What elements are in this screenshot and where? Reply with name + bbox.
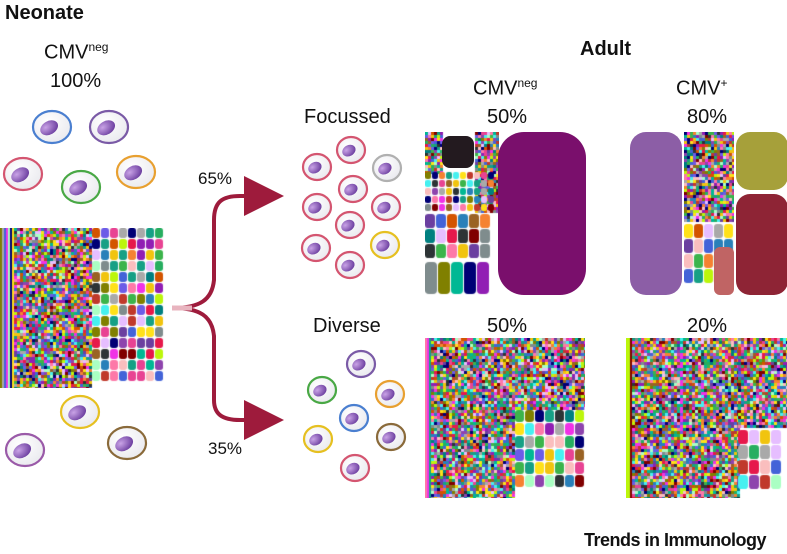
neonate-cmv-label: CMVneg — [44, 40, 109, 64]
t-cell — [306, 375, 338, 405]
t-cell — [115, 154, 157, 190]
branch-arrows — [171, 176, 284, 440]
t-cell — [345, 349, 377, 379]
journal-footer: Trends in Immunology — [584, 530, 767, 550]
focussed-cmvneg-percent: 50% — [487, 106, 528, 128]
t-cell — [31, 109, 73, 145]
focussed-cmvneg-dominant-clone — [498, 132, 586, 295]
upper-branch-percent: 65% — [198, 169, 233, 188]
focussed-cmvneg-secondary-clone — [442, 136, 474, 168]
t-cell — [301, 152, 333, 182]
t-cell — [59, 394, 101, 430]
t-cell — [371, 153, 403, 183]
lower-branch-percent: 35% — [208, 439, 243, 458]
t-cell — [338, 403, 370, 433]
diverse-cmvneg-mosaic — [425, 338, 585, 498]
focussed-cmvpos-olive-clone — [736, 132, 787, 190]
t-cell — [337, 174, 369, 204]
lower-branch-arrow — [171, 306, 284, 440]
adult-cmvpos-label: CMV+ — [676, 76, 728, 100]
t-cell — [335, 135, 367, 165]
adult-title: Adult — [580, 38, 632, 60]
diverse-cmvpos-percent: 20% — [687, 315, 728, 337]
t-cell — [339, 453, 371, 483]
t-cell — [302, 424, 334, 454]
t-cell — [300, 233, 332, 263]
diverse-cmvpos-mosaic — [626, 338, 787, 498]
t-cell — [4, 432, 46, 468]
focussed-label: Focussed — [304, 106, 391, 128]
neonate-title: Neonate — [5, 2, 84, 24]
neonate-repertoire-mosaic — [0, 228, 168, 388]
t-cell — [370, 192, 402, 222]
diverse-label: Diverse — [313, 315, 381, 337]
upper-branch-arrow — [171, 176, 284, 310]
diverse-cmvneg-percent: 50% — [487, 315, 528, 337]
focussed-cmvpos-percent: 80% — [687, 106, 728, 128]
t-cells — [2, 109, 407, 483]
t-cell — [374, 379, 406, 409]
focussed-cmvpos-lilac-clone — [630, 132, 682, 295]
focussed-cmvpos-maroon-clone — [736, 194, 787, 295]
t-cell — [334, 250, 366, 280]
t-cell — [334, 210, 366, 240]
t-cell — [369, 230, 401, 260]
t-cell — [106, 425, 148, 461]
t-cell — [2, 156, 44, 192]
t-cell — [88, 109, 130, 145]
t-cell — [301, 192, 333, 222]
t-cell — [375, 422, 407, 452]
adult-cmvneg-label: CMVneg — [473, 76, 538, 100]
focussed-cmvpos-pink-clone — [714, 247, 734, 295]
t-cell — [60, 169, 102, 205]
neonate-percent: 100% — [50, 70, 102, 92]
